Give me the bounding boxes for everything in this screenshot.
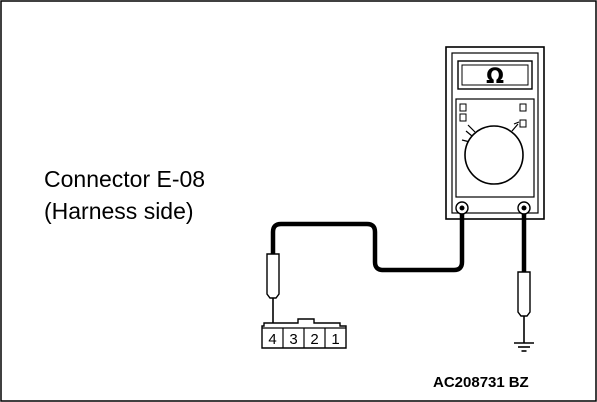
figure-code-suffix: BZ [509, 374, 529, 391]
range-marker [519, 103, 527, 112]
probe-handle-right [517, 271, 531, 317]
test-lead-wire [270, 214, 465, 273]
ohm-symbol: Ω [486, 64, 504, 88]
connector-label-line1: Connector E-08 [44, 166, 205, 192]
dial-ticks [461, 121, 520, 143]
meter-display-inner [461, 64, 529, 86]
range-marker [459, 113, 467, 122]
multimeter: Ω [445, 46, 545, 220]
ground-icon [514, 342, 534, 352]
pin-label: 3 [289, 331, 297, 348]
pin-label: 1 [331, 331, 339, 348]
range-marker [459, 103, 467, 112]
figure-code-main: AC208731 [433, 374, 505, 391]
pin-label: 4 [268, 331, 276, 348]
probe-handle-left [266, 253, 280, 299]
jack-right-center [521, 205, 527, 211]
jack-left-center [459, 205, 465, 211]
connector-label-line2: (Harness side) [44, 198, 194, 224]
pin-label: 2 [310, 331, 318, 348]
selector-knob-icon [464, 125, 524, 185]
range-marker [519, 119, 527, 128]
connector-e08: 4 3 2 1 [261, 318, 347, 349]
